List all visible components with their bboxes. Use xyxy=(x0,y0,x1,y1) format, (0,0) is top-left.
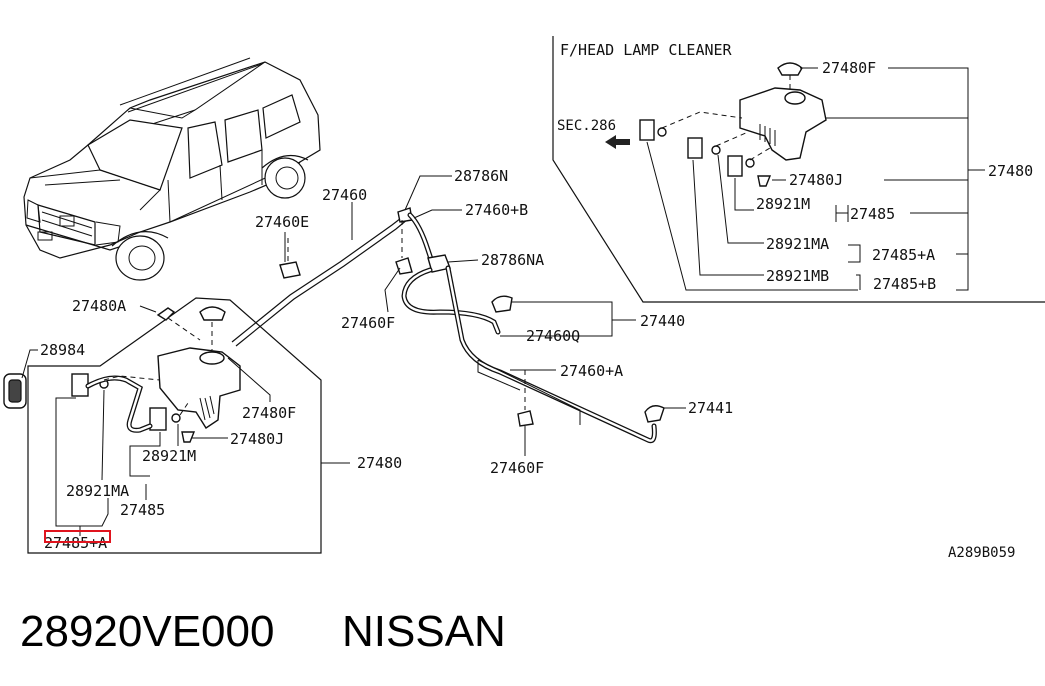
label-27480J-low: 27480J xyxy=(230,430,284,448)
tank-cap-icon xyxy=(777,62,803,76)
label-27460A: 27460+A xyxy=(560,362,623,380)
label-27480J: 27480J xyxy=(789,171,843,189)
pump-icon xyxy=(639,119,743,177)
washer-tank-section: 28984 27480A 27480F 27480J 28921M 27480 … xyxy=(3,297,402,554)
label-28786N: 28786N xyxy=(454,167,508,185)
label-27460F-low: 27460F xyxy=(490,459,544,477)
hose-routing: 27460 28786N 27460+B 27460E 28786NA 2746… xyxy=(231,167,733,477)
label-28921M: 28921M xyxy=(756,195,810,213)
vehicle-illustration xyxy=(23,57,321,281)
label-27480-low: 27480 xyxy=(357,454,402,472)
label-27480A: 27480A xyxy=(72,297,126,315)
washer-tank-low-icon xyxy=(157,347,241,429)
label-27460E: 27460E xyxy=(255,213,309,231)
washer-tank-icon xyxy=(739,87,827,161)
brand-name: NISSAN xyxy=(342,607,506,656)
label-27485A: 27485+A xyxy=(872,246,935,264)
label-28984: 28984 xyxy=(40,341,85,359)
headlamp-cleaner-section: F/HEAD LAMP CLEANER SEC.286 xyxy=(552,36,1045,303)
label-27480F: 27480F xyxy=(822,59,876,77)
label-28921M-low: 28921M xyxy=(142,447,196,465)
label-27460F: 27460F xyxy=(341,314,395,332)
grommet-icon xyxy=(657,127,772,187)
label-27480: 27480 xyxy=(988,162,1033,180)
sec-ref-label: SEC.286 xyxy=(557,118,616,134)
section-boundary-low xyxy=(27,297,322,554)
clip-icon xyxy=(279,261,301,279)
sec-ref-arrow-icon xyxy=(605,135,630,149)
label-28921MA-low: 28921MA xyxy=(66,482,129,500)
label-27460B: 27460+B xyxy=(465,201,528,219)
label-27485-low: 27485 xyxy=(120,501,165,519)
highlight-box xyxy=(44,530,111,543)
label-27441: 27441 xyxy=(688,399,733,417)
label-27440: 27440 xyxy=(640,312,685,330)
label-27460: 27460 xyxy=(322,186,367,204)
label-27460Q: 27460Q xyxy=(526,327,580,345)
part-number: 28920VE000 xyxy=(20,607,274,656)
label-28786NA: 28786NA xyxy=(481,251,544,269)
section-boundary xyxy=(552,36,1045,303)
diagram-code: A289B059 xyxy=(948,545,1015,561)
nozzle-icon xyxy=(491,295,513,313)
pump-low-icon xyxy=(71,373,89,397)
label-28921MA: 28921MA xyxy=(766,235,829,253)
section-header: F/HEAD LAMP CLEANER xyxy=(560,41,733,59)
label-27485B: 27485+B xyxy=(873,275,936,293)
label-28921MB: 28921MB xyxy=(766,267,829,285)
label-27480F-low: 27480F xyxy=(242,404,296,422)
label-27485: 27485 xyxy=(850,205,895,223)
